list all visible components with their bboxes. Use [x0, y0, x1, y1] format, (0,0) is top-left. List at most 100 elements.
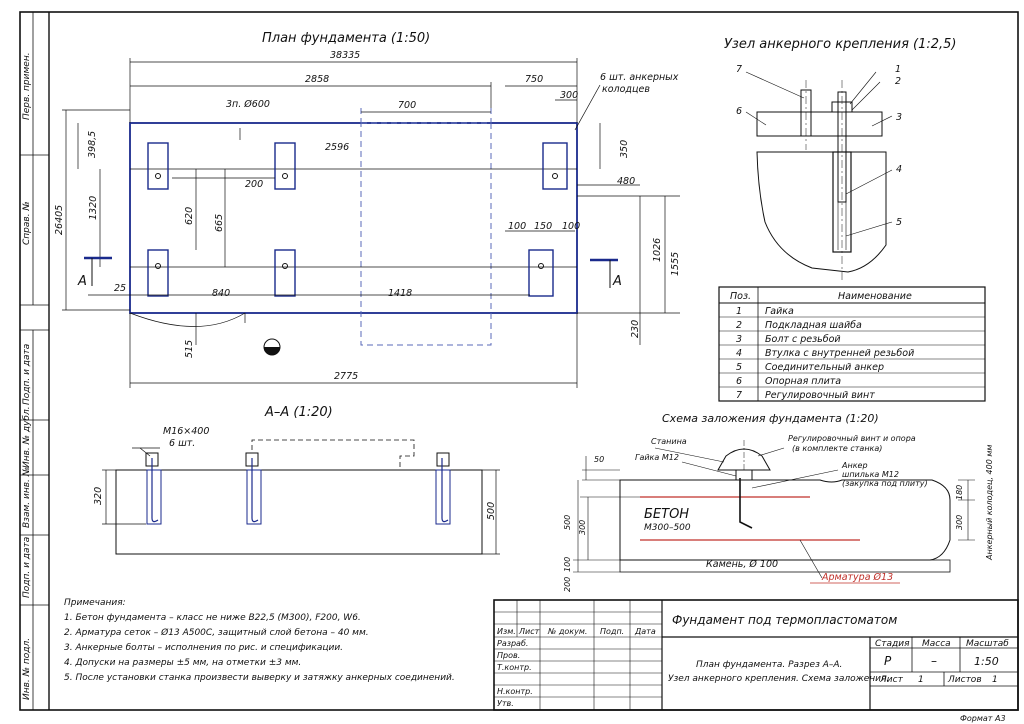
dim-230: 230: [630, 320, 641, 338]
tb-role: Пров.: [497, 651, 520, 660]
tb-stage-label: Стадия: [875, 639, 910, 649]
title-block: Изм. Лист № докум. Подп. Дата Разраб. Пр…: [493, 599, 1019, 711]
dim-26405: 26405: [54, 205, 65, 235]
dim-200-scheme: 200: [563, 577, 572, 592]
dim-100a: 100: [508, 221, 526, 232]
dim-840: 840: [212, 288, 230, 299]
tb-scale-label: Масштаб: [966, 639, 1009, 649]
scheme-labels: Станина Регулировочный винт и опора (в к…: [563, 434, 994, 592]
tb-sheet: 1: [918, 675, 924, 685]
tb-mass-label: Масса: [922, 639, 951, 649]
well-marker-icon: [263, 338, 281, 356]
section-bolt-2: [245, 452, 262, 525]
dim-300r-scheme: 300: [955, 515, 964, 530]
side-label-5: Взам. инв. №: [22, 467, 32, 528]
dim-750: 750: [525, 74, 543, 85]
anchor-node-drawing: [745, 71, 893, 280]
dim-zp: 3п. Ø600: [226, 99, 270, 110]
tb-role: Разраб.: [497, 639, 528, 648]
note-item: 3. Анкерные болты – исполнения по рис. и…: [64, 643, 343, 653]
table-row-name: Втулка с внутренней резьбой: [765, 348, 914, 359]
tb-col-date: Дата: [634, 627, 656, 636]
dim-200: 200: [245, 179, 263, 190]
tb-scale: 1:50: [974, 655, 999, 668]
side-label-1: Перв. примен.: [22, 52, 32, 120]
notes-title: Примечания:: [64, 598, 126, 608]
dim-38335: 38335: [330, 50, 360, 61]
section-title: А–А (1:20): [264, 405, 333, 420]
section-mark-right: [590, 258, 618, 288]
table-row-name: Опорная плита: [765, 376, 841, 387]
label-anchor-c: (закупка под плиту): [842, 479, 928, 488]
anchor-well-1: [147, 142, 169, 190]
table-header-name: Наименование: [838, 291, 912, 302]
table-header-pos: Поз.: [730, 291, 751, 302]
dim-100b: 100: [562, 221, 580, 232]
label-concrete: БЕТОН: [644, 507, 689, 522]
side-label-3: Подп. и дата: [22, 344, 32, 405]
table-row-name: Гайка: [765, 306, 794, 317]
label-anchors-b: колодцев: [602, 84, 650, 95]
callout-6: 6: [736, 106, 742, 117]
dim-1026: 1026: [652, 238, 663, 262]
table-row-pos: 1: [736, 306, 742, 317]
anchor-well-5: [274, 249, 296, 297]
tb-desc-1: План фундамента. Разрез А–А.: [696, 660, 842, 670]
dim-500-scheme: 500: [563, 515, 572, 530]
dim-2858: 2858: [305, 74, 329, 85]
dim-180-scheme: 180: [955, 485, 964, 500]
foundation-plan: [62, 58, 680, 388]
label-anchor-a: Анкер: [841, 461, 868, 470]
dim-2775: 2775: [334, 371, 358, 382]
label-stanina: Станина: [651, 437, 687, 446]
anchor-well-6: [528, 249, 554, 297]
note-item: 2. Арматура сеток – Ø13 А500С, защитный …: [64, 627, 369, 638]
anchor-well-4: [147, 249, 169, 297]
note-item: 1. Бетон фундамента – класс не ниже В22,…: [64, 613, 361, 623]
label-screw-a: Регулировочный винт и опора: [788, 434, 916, 443]
note-item: 4. Допуски на размеры ±5 мм, на отметки …: [64, 658, 301, 668]
dim-300: 300: [560, 90, 578, 101]
side-label-2: Справ. №: [22, 201, 32, 245]
dim-100-scheme: 100: [563, 557, 572, 572]
tb-role: Н.контр.: [497, 687, 533, 696]
tb-sheets-label: Листов: [947, 675, 982, 685]
callout-7: 7: [736, 64, 742, 75]
table-row-name: Соединительный анкер: [765, 362, 884, 373]
tb-mass: –: [931, 654, 937, 668]
label-grade: М300–500: [644, 523, 691, 533]
section-dimensions: M16×400 6 шт. 320 500: [93, 426, 497, 520]
node-callouts: 7 1 2 6 3 4 5: [736, 64, 902, 228]
plan-title: План фундамента (1:50): [262, 31, 430, 46]
dim-500: 500: [486, 502, 497, 520]
tb-col-izm: Изм.: [497, 627, 516, 636]
scheme-drawing: [573, 440, 975, 579]
callout-5: 5: [896, 217, 902, 228]
format-label: Формат А3: [960, 714, 1006, 723]
side-strip-labels: Перв. примен. Справ. № Подп. и дата Инв.…: [22, 52, 32, 700]
callout-3: 3: [896, 112, 902, 123]
scheme-title: Схема заложения фундамента (1:20): [662, 412, 879, 425]
note-item: 5. После установки станка произвести выв…: [64, 673, 455, 683]
table-row-pos: 3: [736, 334, 742, 345]
tb-col-list: Лист: [518, 627, 540, 636]
tb-col-sign: Подп.: [600, 627, 624, 636]
dim-620: 620: [184, 207, 195, 225]
callout-2: 2: [895, 76, 901, 87]
table-row-name: Регулировочный винт: [765, 390, 875, 401]
section-bolt-1: [145, 452, 162, 525]
table-row-pos: 2: [736, 320, 742, 331]
dim-515: 515: [184, 340, 195, 358]
label-pit: Анкерный колодец, 400 мм: [985, 445, 994, 561]
dim-1555: 1555: [670, 252, 681, 276]
table-row-name: Болт с резьбой: [765, 334, 841, 345]
label-nut: Гайка М12: [635, 453, 679, 462]
section-bolt-3: [435, 452, 451, 525]
dim-25: 25: [114, 283, 126, 294]
dim-700: 700: [398, 100, 416, 111]
label-rebar: Арматура Ø13: [821, 572, 893, 583]
callout-1: 1: [895, 64, 901, 75]
label-anchors-a: 6 шт. анкерных: [600, 72, 679, 83]
section-mark-left: [84, 256, 112, 286]
